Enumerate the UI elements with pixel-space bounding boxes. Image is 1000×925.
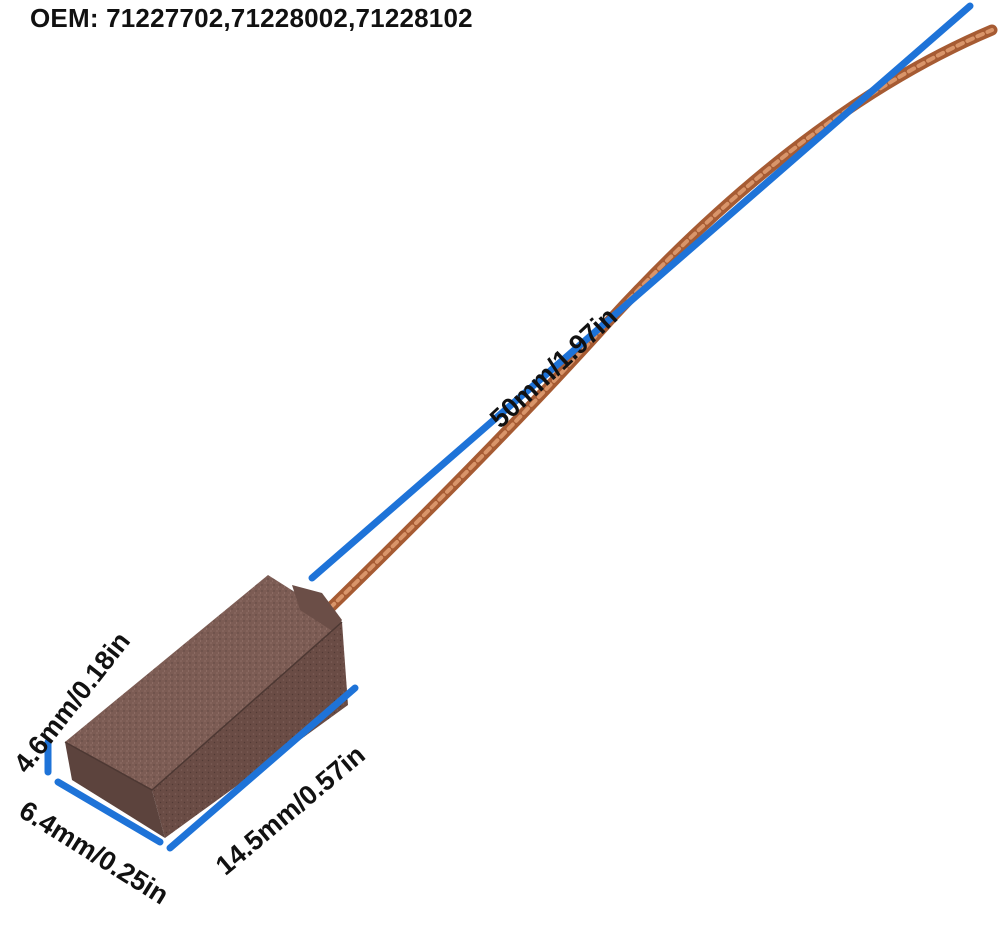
copper-wire-highlight [328, 28, 994, 610]
brush-socket [292, 585, 342, 632]
brush-front-face [65, 742, 165, 838]
wire-dimension-line [308, 2, 974, 582]
copper-wire [324, 24, 998, 614]
brush-side-face [152, 622, 348, 838]
length-dimension-line [166, 684, 359, 852]
brush-top-face [65, 575, 342, 790]
oem-numbers: OEM: 71227702,71228002,71228102 [30, 3, 473, 33]
width-dimension-line [54, 778, 164, 846]
